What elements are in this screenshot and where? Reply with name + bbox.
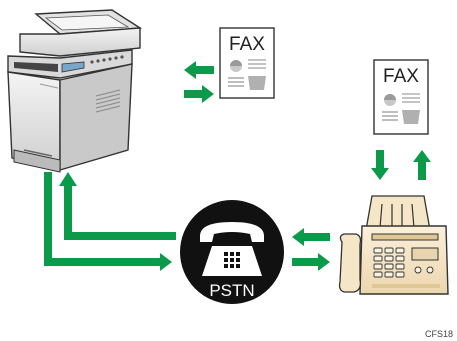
fax-document-right: FAX xyxy=(373,59,429,135)
arrows xyxy=(44,61,431,271)
printer-icon xyxy=(7,9,143,173)
fax-document-right-label: FAX xyxy=(383,66,419,87)
arrow-to-fax-machine xyxy=(292,253,330,271)
pstn-node: PSTN xyxy=(180,200,284,304)
telephone-icon xyxy=(200,222,264,276)
arrow-pstn-to-printer xyxy=(59,172,176,240)
fax-document-left-label: FAX xyxy=(229,34,265,55)
arrow-printer-to-pstn xyxy=(44,172,172,271)
fax-document-left: FAX xyxy=(219,27,275,99)
arrow-to-pstn xyxy=(292,228,330,246)
fax-machine-icon xyxy=(338,195,449,295)
arrow-to-fax-document xyxy=(184,85,214,103)
arrow-up-from-fax-machine xyxy=(413,150,431,180)
arrow-down-to-fax-machine xyxy=(371,150,389,180)
arrow-to-printer xyxy=(184,61,214,79)
pstn-label: PSTN xyxy=(209,281,254,300)
figure-code: CFS18 xyxy=(425,329,453,339)
